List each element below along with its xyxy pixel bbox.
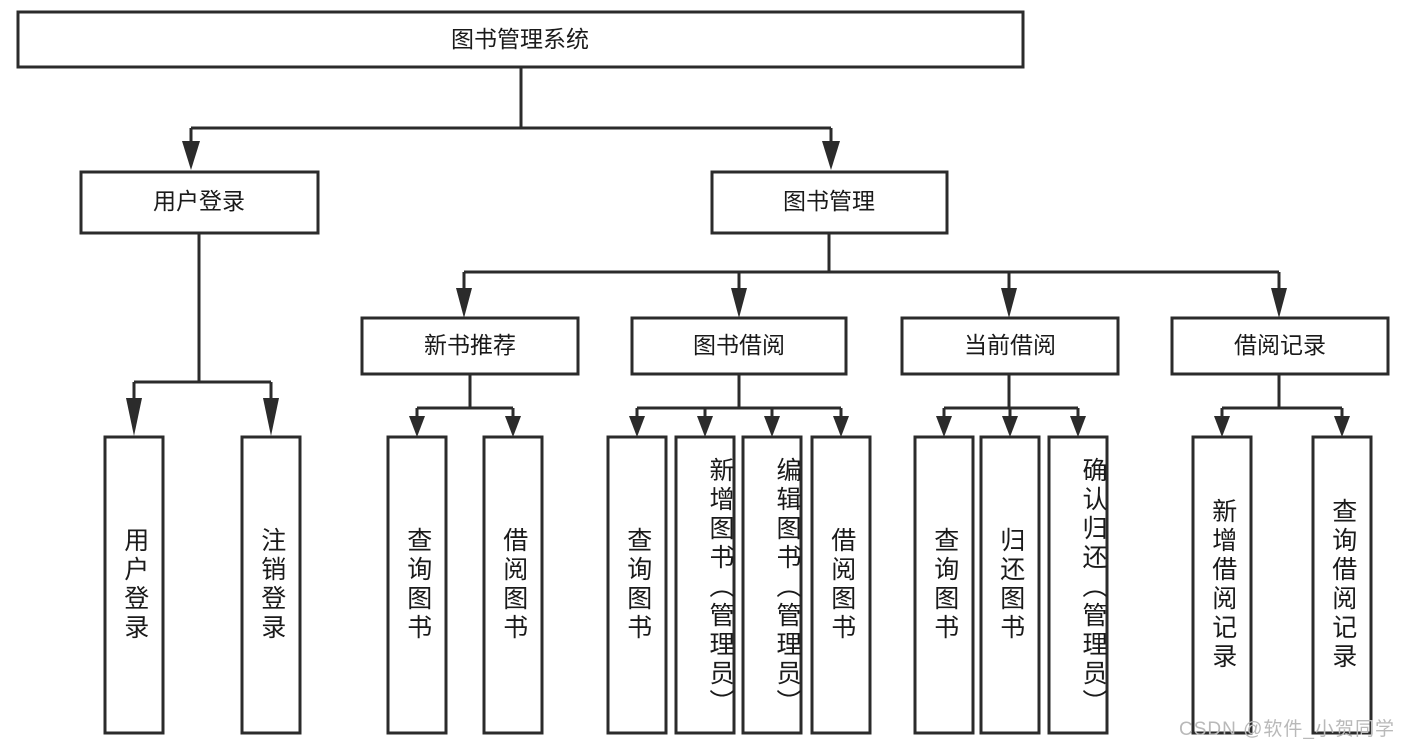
node-current-borrow-box[interactable]	[900, 316, 1120, 376]
node-book-manage-label: 图书管理	[783, 188, 875, 214]
node-borrow-record[interactable]: 借阅记录	[1170, 316, 1390, 376]
node-root[interactable]: 图书管理系统	[16, 10, 1025, 69]
arrow-head-book-manage	[822, 141, 840, 170]
node-borrow-record-box[interactable]	[1170, 316, 1390, 376]
leaf-query-record-box[interactable]	[1311, 435, 1373, 735]
arrow-head-current-borrow	[1001, 288, 1017, 318]
leaf-borrow-book-1-box[interactable]	[482, 435, 544, 735]
node-book-borrow-box[interactable]	[630, 316, 848, 376]
leaf-layer	[103, 435, 1373, 735]
leaf-confirm-return-box[interactable]	[1047, 435, 1109, 735]
node-book-manage[interactable]: 图书管理	[710, 170, 949, 235]
node-user-login[interactable]: 用户登录	[79, 170, 320, 235]
node-book-borrow[interactable]: 图书借阅	[630, 316, 848, 376]
leaf-query-book-3-box[interactable]	[913, 435, 975, 735]
node-new-book-recommend-box[interactable]	[360, 316, 580, 376]
leaf-add-record-box[interactable]	[1191, 435, 1253, 735]
leaf-query-book-1-box[interactable]	[386, 435, 448, 735]
arrow-head-leaf-borrow-book-2	[833, 416, 849, 437]
csdn-watermark: CSDN @软件_小贺同学	[1179, 719, 1395, 740]
arrow-head-leaf-add-record	[1214, 416, 1230, 437]
arrow-head-leaf-user-login	[126, 398, 142, 436]
node-root-box[interactable]	[16, 10, 1025, 69]
arrow-head-borrow-record	[1271, 288, 1287, 318]
arrow-head-leaf-query-book-1	[409, 416, 425, 437]
arrow-head-leaf-query-book-2	[629, 416, 645, 437]
node-current-borrow-label: 当前借阅	[964, 332, 1056, 358]
arrow-head-book-borrow	[731, 288, 747, 318]
leaf-edit-book-box[interactable]	[741, 435, 803, 735]
arrow-head-leaf-query-record	[1334, 416, 1350, 437]
node-borrow-record-label: 借阅记录	[1234, 332, 1326, 358]
node-user-login-label: 用户登录	[153, 188, 245, 214]
arrow-head-leaf-user-logout	[263, 398, 279, 436]
leaf-borrow-book-2-box[interactable]	[810, 435, 872, 735]
arrow-head-leaf-query-book-3	[936, 416, 952, 437]
arrow-head-leaf-add-book	[697, 416, 713, 437]
connector-layer	[126, 66, 1350, 437]
leaf-return-book-box[interactable]	[979, 435, 1041, 735]
leaf-user-login-box[interactable]	[103, 435, 165, 735]
leaf-add-book-box[interactable]	[674, 435, 736, 735]
arrow-head-leaf-borrow-book-1	[505, 416, 521, 437]
leaf-user-logout-box[interactable]	[240, 435, 302, 735]
arrow-head-user-login	[182, 141, 200, 170]
node-book-manage-box[interactable]	[710, 170, 949, 235]
arrow-head-new-book-recommend	[456, 288, 472, 318]
node-current-borrow[interactable]: 当前借阅	[900, 316, 1120, 376]
node-new-book-recommend[interactable]: 新书推荐	[360, 316, 580, 376]
node-new-book-recommend-label: 新书推荐	[424, 332, 516, 358]
node-root-label: 图书管理系统	[451, 26, 589, 52]
node-user-login-box[interactable]	[79, 170, 320, 235]
node-book-borrow-label: 图书借阅	[693, 332, 785, 358]
leaf-query-book-2-box[interactable]	[606, 435, 668, 735]
arrow-head-leaf-return-book	[1002, 416, 1018, 437]
arrow-head-leaf-confirm-return	[1070, 416, 1086, 437]
arrow-head-leaf-edit-book	[764, 416, 780, 437]
